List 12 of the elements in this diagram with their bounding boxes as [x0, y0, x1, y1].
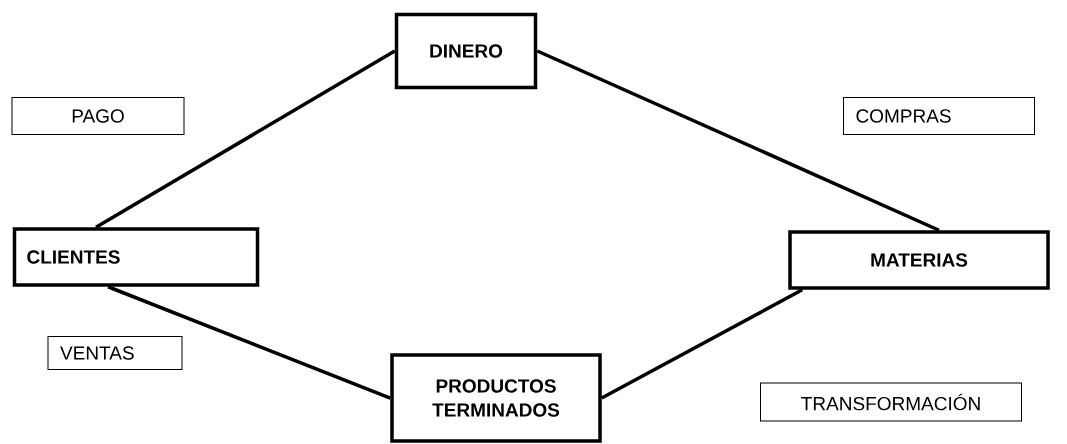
concept-box: DINERO [394, 12, 538, 90]
concept-box: PRODUCTOS TERMINADOS [390, 353, 602, 443]
concept-box: MATERIAS [788, 230, 1050, 290]
connector-line [95, 49, 396, 229]
connector-line [600, 288, 804, 400]
concept-box: CLIENTES [12, 227, 260, 287]
label-box: VENTAS [47, 336, 183, 370]
label-box: PAGO [11, 97, 185, 135]
label-box: TRANSFORMACIÓN [760, 382, 1022, 422]
connector-line [107, 285, 391, 400]
label-box: COMPRAS [843, 97, 1035, 135]
connector-line [536, 49, 940, 232]
